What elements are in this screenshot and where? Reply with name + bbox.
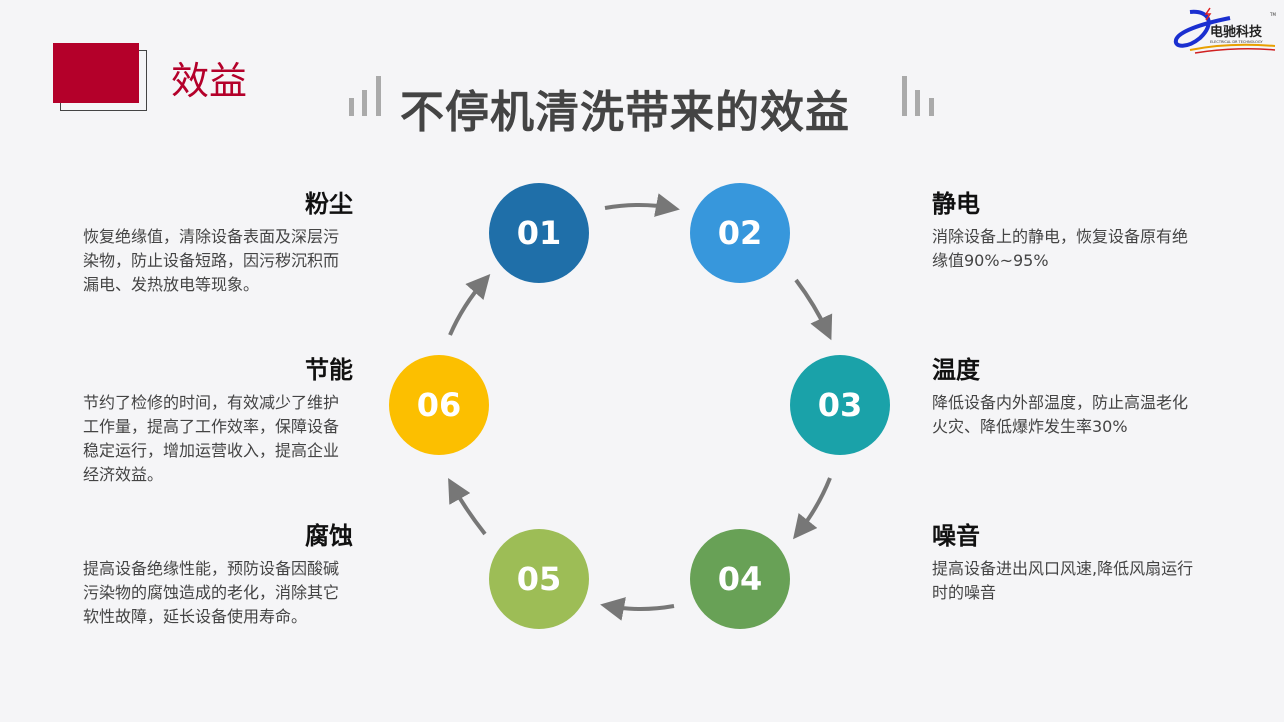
arrow-02-03 [794, 278, 833, 341]
arrow-03-04 [793, 477, 832, 540]
item-corrosion: 腐蚀 提高设备绝缘性能，预防设备因酸碱污染物的腐蚀造成的老化，消除其它软性故障，… [83, 516, 353, 629]
step-04-circle: 04 [690, 529, 790, 629]
title-deco-bar [929, 98, 934, 116]
step-03-circle: 03 [790, 355, 890, 455]
step-06-circle: 06 [389, 355, 489, 455]
company-logo: 电驰科技 ELECTRICAL DR TECHNOLOGY TM [1170, 4, 1280, 56]
item-text: 降低设备内外部温度，防止高温老化火灾、降低爆炸发生率30% [932, 393, 1189, 436]
step-01-circle: 01 [489, 183, 589, 283]
svg-text:电驰科技: 电驰科技 [1210, 24, 1263, 40]
arrow-01-02 [604, 193, 680, 217]
title-deco-bar [362, 90, 367, 116]
item-text: 提高设备绝缘性能，预防设备因酸碱污染物的腐蚀造成的老化，消除其它软性故障，延长设… [83, 559, 340, 626]
title-deco-bar [349, 98, 354, 116]
item-text: 节约了检修的时间，有效减少了维护工作量，提高了工作效率，保障设备稳定运行，增加运… [83, 393, 340, 484]
item-title: 温度 [932, 356, 980, 384]
title-deco-bar [376, 76, 381, 116]
step-05-circle: 05 [489, 529, 589, 629]
item-static: 静电 消除设备上的静电，恢复设备原有绝缘值90%~95% [932, 184, 1202, 273]
item-text: 恢复绝缘值，清除设备表面及深层污染物，防止设备短路，因污秽沉积而漏电、发热放电等… [83, 227, 340, 294]
step-02-circle: 02 [690, 183, 790, 283]
item-title: 腐蚀 [305, 522, 353, 550]
item-title: 粉尘 [305, 190, 353, 218]
item-title: 静电 [932, 190, 980, 218]
arrow-06-01 [448, 273, 491, 336]
svg-text:ELECTRICAL DR TECHNOLOGY: ELECTRICAL DR TECHNOLOGY [1210, 40, 1263, 44]
svg-text:TM: TM [1269, 12, 1276, 17]
item-dust: 粉尘 恢复绝缘值，清除设备表面及深层污染物，防止设备短路，因污秽沉积而漏电、发热… [83, 184, 353, 297]
item-title: 节能 [305, 356, 353, 384]
arrow-04-05 [600, 597, 675, 621]
title-deco-bar [902, 76, 907, 116]
item-energy: 节能 节约了检修的时间，有效减少了维护工作量，提高了工作效率，保障设备稳定运行，… [83, 350, 353, 487]
item-temperature: 温度 降低设备内外部温度，防止高温老化火灾、降低爆炸发生率30% [932, 350, 1202, 439]
header-red-box [53, 43, 139, 103]
section-label: 效益 [171, 59, 248, 103]
title-deco-bar [915, 90, 920, 116]
page-title: 不停机清洗带来的效益 [400, 87, 850, 138]
item-text: 消除设备上的静电，恢复设备原有绝缘值90%~95% [932, 227, 1189, 270]
arrow-05-06 [448, 478, 487, 536]
item-text: 提高设备进出风口风速,降低风扇运行时的噪音 [932, 559, 1194, 602]
item-noise: 噪音 提高设备进出风口风速,降低风扇运行时的噪音 [932, 516, 1202, 605]
item-title: 噪音 [932, 522, 980, 550]
